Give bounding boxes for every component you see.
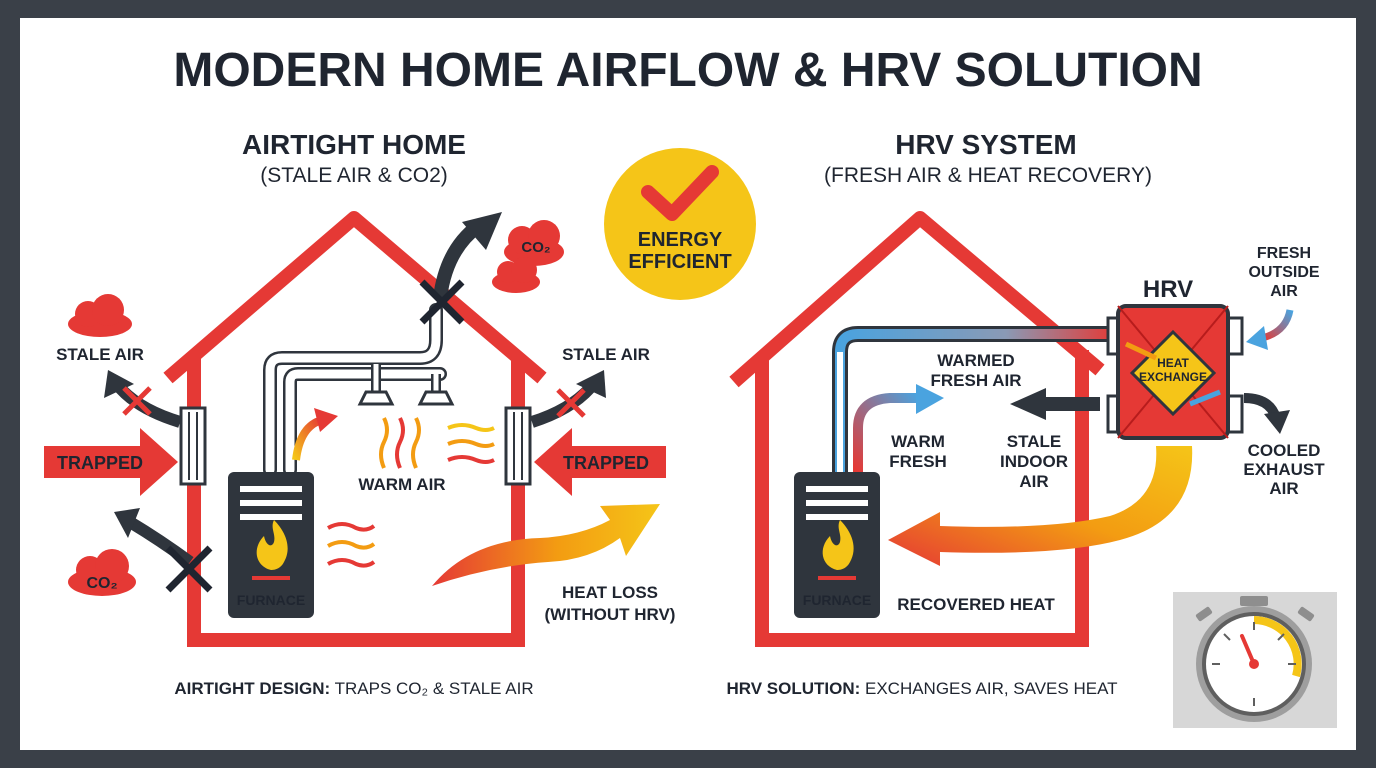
co2-cloud-icon: CO₂	[68, 549, 136, 596]
cooled-exhaust-label-1: COOLED	[1248, 441, 1321, 460]
left-furnace: FURNACE	[228, 472, 314, 618]
left-roof	[163, 211, 547, 384]
left-caption-bold: AIRTIGHT DESIGN:	[174, 679, 330, 698]
stale-air-label-left: STALE AIR	[56, 345, 144, 364]
warm-air-arrow	[292, 416, 324, 461]
flame-icon	[822, 520, 854, 570]
left-wall-vent	[179, 406, 207, 486]
fresh-outside-label-1: FRESH	[1257, 245, 1311, 262]
co2-label-bottom: CO₂	[86, 575, 117, 592]
trapped-arrow-left: TRAPPED	[44, 428, 178, 496]
stale-indoor-label-3: AIR	[1019, 472, 1048, 491]
blocked-x-icon	[165, 545, 213, 593]
right-walls	[755, 350, 1089, 647]
warm-air-label: WARM AIR	[358, 475, 445, 494]
recovered-heat-label: RECOVERED HEAT	[897, 595, 1055, 614]
right-subheading: (FRESH AIR & HEAT RECOVERY)	[824, 164, 1152, 187]
page-title: MODERN HOME AIRFLOW & HRV SOLUTION	[173, 44, 1202, 97]
co2-cloud-icon: CO₂	[504, 220, 564, 266]
right-roof	[729, 211, 1105, 388]
warm-fresh-arrow	[853, 393, 920, 472]
fresh-outside-label-3: AIR	[1270, 283, 1298, 300]
warmed-fresh-label-2: FRESH AIR	[931, 371, 1022, 390]
hrv-unit: HEAT EXCHANGE	[1106, 304, 1244, 440]
heat-loss-label-1: HEAT LOSS	[562, 583, 658, 602]
left-heading: AIRTIGHT HOME	[242, 129, 466, 160]
recovered-heat-arrow	[888, 446, 1193, 566]
left-house: AIRTIGHT HOME (STALE AIR & CO2)	[44, 129, 675, 698]
stale-air-cloud-icon	[68, 294, 132, 337]
warm-fresh-label-1: WARM	[891, 432, 945, 451]
right-caption: HRV SOLUTION: EXCHANGES AIR, SAVES HEAT	[726, 679, 1117, 698]
heat-exchange-label-1: HEAT	[1157, 356, 1189, 370]
trapped-arrow-right: TRAPPED	[534, 428, 666, 496]
stale-indoor-label-1: STALE	[1007, 432, 1061, 451]
fresh-outside-label-2: OUTSIDE	[1248, 264, 1319, 281]
right-furnace: FURNACE	[794, 472, 880, 618]
badge-line2: EFFICIENT	[628, 251, 731, 273]
energy-efficient-badge: ENERGY EFFICIENT	[604, 148, 756, 300]
co2-label-top: CO₂	[521, 239, 550, 256]
stale-indoor-label-2: INDOOR	[1000, 452, 1068, 471]
left-subheading: (STALE AIR & CO2)	[260, 164, 448, 187]
cooled-exhaust-label-3: AIR	[1269, 479, 1298, 498]
blocked-x-icon	[122, 386, 152, 416]
co2-exhaust-arrow	[126, 516, 194, 567]
fresh-outside-arrow	[1261, 309, 1294, 342]
stopwatch-icon	[1173, 592, 1337, 728]
left-furnace-label: FURNACE	[237, 592, 305, 608]
co2-cloud-icon	[492, 257, 540, 293]
furnace-heat-waves-icon	[327, 522, 376, 568]
left-caption-rest: TRAPS CO₂ & STALE AIR	[330, 679, 533, 698]
left-walls	[187, 356, 525, 647]
warmed-fresh-label-1: WARMED	[937, 351, 1014, 370]
right-wall-vent	[504, 406, 532, 486]
badge-line1: ENERGY	[638, 229, 723, 251]
checkmark-icon	[641, 165, 719, 221]
trapped-label-right: TRAPPED	[563, 453, 649, 473]
right-furnace-label: FURNACE	[803, 592, 871, 608]
right-caption-rest: EXCHANGES AIR, SAVES HEAT	[860, 679, 1117, 698]
left-caption: AIRTIGHT DESIGN: TRAPS CO₂ & STALE AIR	[174, 679, 533, 698]
ceiling-diffuser	[417, 390, 455, 406]
rising-heat-icon	[379, 417, 421, 469]
heat-exchange-label-2: EXCHANGE	[1139, 370, 1207, 384]
right-caption-bold: HRV SOLUTION:	[726, 679, 860, 698]
flame-icon	[256, 520, 288, 570]
heat-waves-icon	[447, 423, 495, 464]
heat-exchange-core	[1129, 329, 1217, 417]
right-heading: HRV SYSTEM	[895, 129, 1077, 160]
cooled-exhaust-label-2: EXHAUST	[1243, 460, 1325, 479]
stale-air-label-right: STALE AIR	[562, 345, 650, 364]
warm-fresh-label-2: FRESH	[889, 452, 947, 471]
heat-loss-arrow	[432, 504, 660, 586]
hrv-label: HRV	[1143, 276, 1193, 303]
heat-loss-label-2: (WITHOUT HRV)	[545, 605, 676, 624]
trapped-label-left: TRAPPED	[57, 453, 143, 473]
ceiling-diffuser	[357, 390, 395, 406]
blocked-x-icon	[419, 279, 465, 325]
right-house: HRV SYSTEM (FRESH AIR & HEAT RECOVERY) W…	[726, 129, 1325, 698]
blocked-x-icon	[556, 388, 586, 418]
